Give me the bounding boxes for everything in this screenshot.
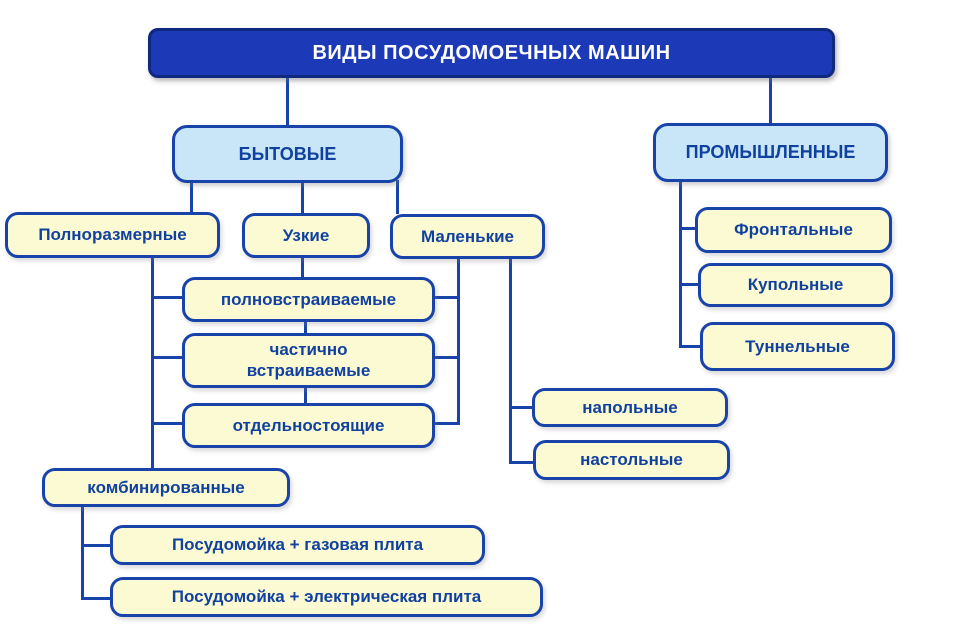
connector-stub-chastichno-left: [151, 356, 182, 359]
posudomoyka-gazovaya-label: Посудомойка + газовая плита: [171, 535, 424, 554]
kombinirovannye-label: комбинированные: [87, 477, 245, 497]
polnovstraivaemye-label: полновстраиваемые: [220, 289, 397, 309]
posudomoyka-elektricheskaya-label: Посудомойка + электрическая плита: [171, 587, 482, 606]
connector-bytovye-uzkie: [301, 180, 304, 213]
node-root-title: ВИДЫ ПОСУДОМОЕЧНЫХ МАШИН: [148, 28, 835, 78]
connector-malenkie-inner: [457, 257, 460, 425]
node-posudomoyka-elektricheskaya: Посудомойка + электрическая плита: [110, 577, 543, 617]
connector-bytovye-malenkie: [396, 180, 399, 214]
node-bytovye: БЫТОВЫЕ: [172, 125, 403, 183]
connector-stub-gazovaya: [81, 544, 111, 547]
connector-stub-tunnelnye: [679, 345, 701, 348]
node-chastichno-vstraivaemye: частично встраиваемые: [182, 333, 435, 388]
otdelnostoyashchie-label: отдельностоящие: [232, 415, 385, 435]
node-polnovstraivaemye: полновстраиваемые: [182, 277, 435, 322]
node-kombinirovannye: комбинированные: [42, 468, 290, 507]
node-posudomoyka-gazovaya: Посудомойка + газовая плита: [110, 525, 485, 565]
connector-stub-elektricheskaya: [81, 597, 111, 600]
node-tunnelnye: Туннельные: [700, 322, 895, 371]
node-polnorazmernye: Полноразмерные: [5, 212, 220, 258]
node-nastolnye: настольные: [533, 440, 730, 480]
connector-stub-napolnye: [509, 406, 533, 409]
connector-uzkie-polnovstraivaemye: [301, 256, 304, 277]
connector-stub-otdelnostoyashchie-right: [435, 422, 460, 425]
node-malenkie: Маленькие: [390, 214, 545, 259]
connector-stub-polnovstraivaemye-right: [435, 296, 460, 299]
connector-stub-chastichno-right: [435, 356, 460, 359]
node-promyshlennye: ПРОМЫШЛЕННЫЕ: [653, 123, 888, 182]
connector-stub-kupolnye: [679, 283, 699, 286]
tunnelnye-label: Туннельные: [745, 336, 850, 356]
node-kupolnye: Купольные: [698, 263, 893, 307]
uzkie-label: Узкие: [282, 225, 330, 245]
promyshlennye-label: ПРОМЫШЛЕННЫЕ: [685, 142, 856, 162]
node-uzkie: Узкие: [242, 213, 370, 258]
connector-stub-otdelnostoyashchie-left: [151, 422, 182, 425]
connector-stub-polnovstraivaemye-left: [151, 296, 182, 299]
root-title-label: ВИДЫ ПОСУДОМОЕЧНЫХ МАШИН: [312, 41, 671, 64]
connector-root-bytovye: [286, 76, 289, 125]
connector-root-promyshlennye: [769, 76, 772, 123]
napolnye-label: напольные: [582, 397, 678, 417]
node-frontalnye: Фронтальные: [695, 207, 892, 253]
node-otdelnostoyashchie: отдельностоящие: [182, 403, 435, 448]
connector-malenkie-outer: [509, 257, 512, 464]
connector-kombinirovannye-trunk: [81, 505, 84, 600]
node-napolnye: напольные: [532, 388, 728, 427]
kupolnye-label: Купольные: [747, 275, 844, 294]
malenkie-label: Маленькие: [421, 226, 514, 246]
connector-polnovstraivaemye-chastichno: [304, 320, 307, 333]
connector-chastichno-otdelnostoyashchie: [304, 386, 307, 403]
chastichno-vstraivaemye-label: частично встраиваемые: [246, 340, 371, 380]
nastolnye-label: настольные: [580, 450, 683, 469]
connector-promyshlennye-trunk: [679, 180, 682, 348]
bytovye-label: БЫТОВЫЕ: [238, 143, 337, 164]
polnorazmernye-label: Полноразмерные: [38, 225, 187, 244]
connector-polnorazmernye-kombinirovannye: [151, 256, 154, 468]
connector-stub-nastolnye: [509, 461, 534, 464]
connector-bytovye-polnorazmernye: [190, 180, 193, 212]
frontalnye-label: Фронтальные: [734, 220, 853, 239]
connector-stub-frontalnye: [679, 227, 696, 230]
